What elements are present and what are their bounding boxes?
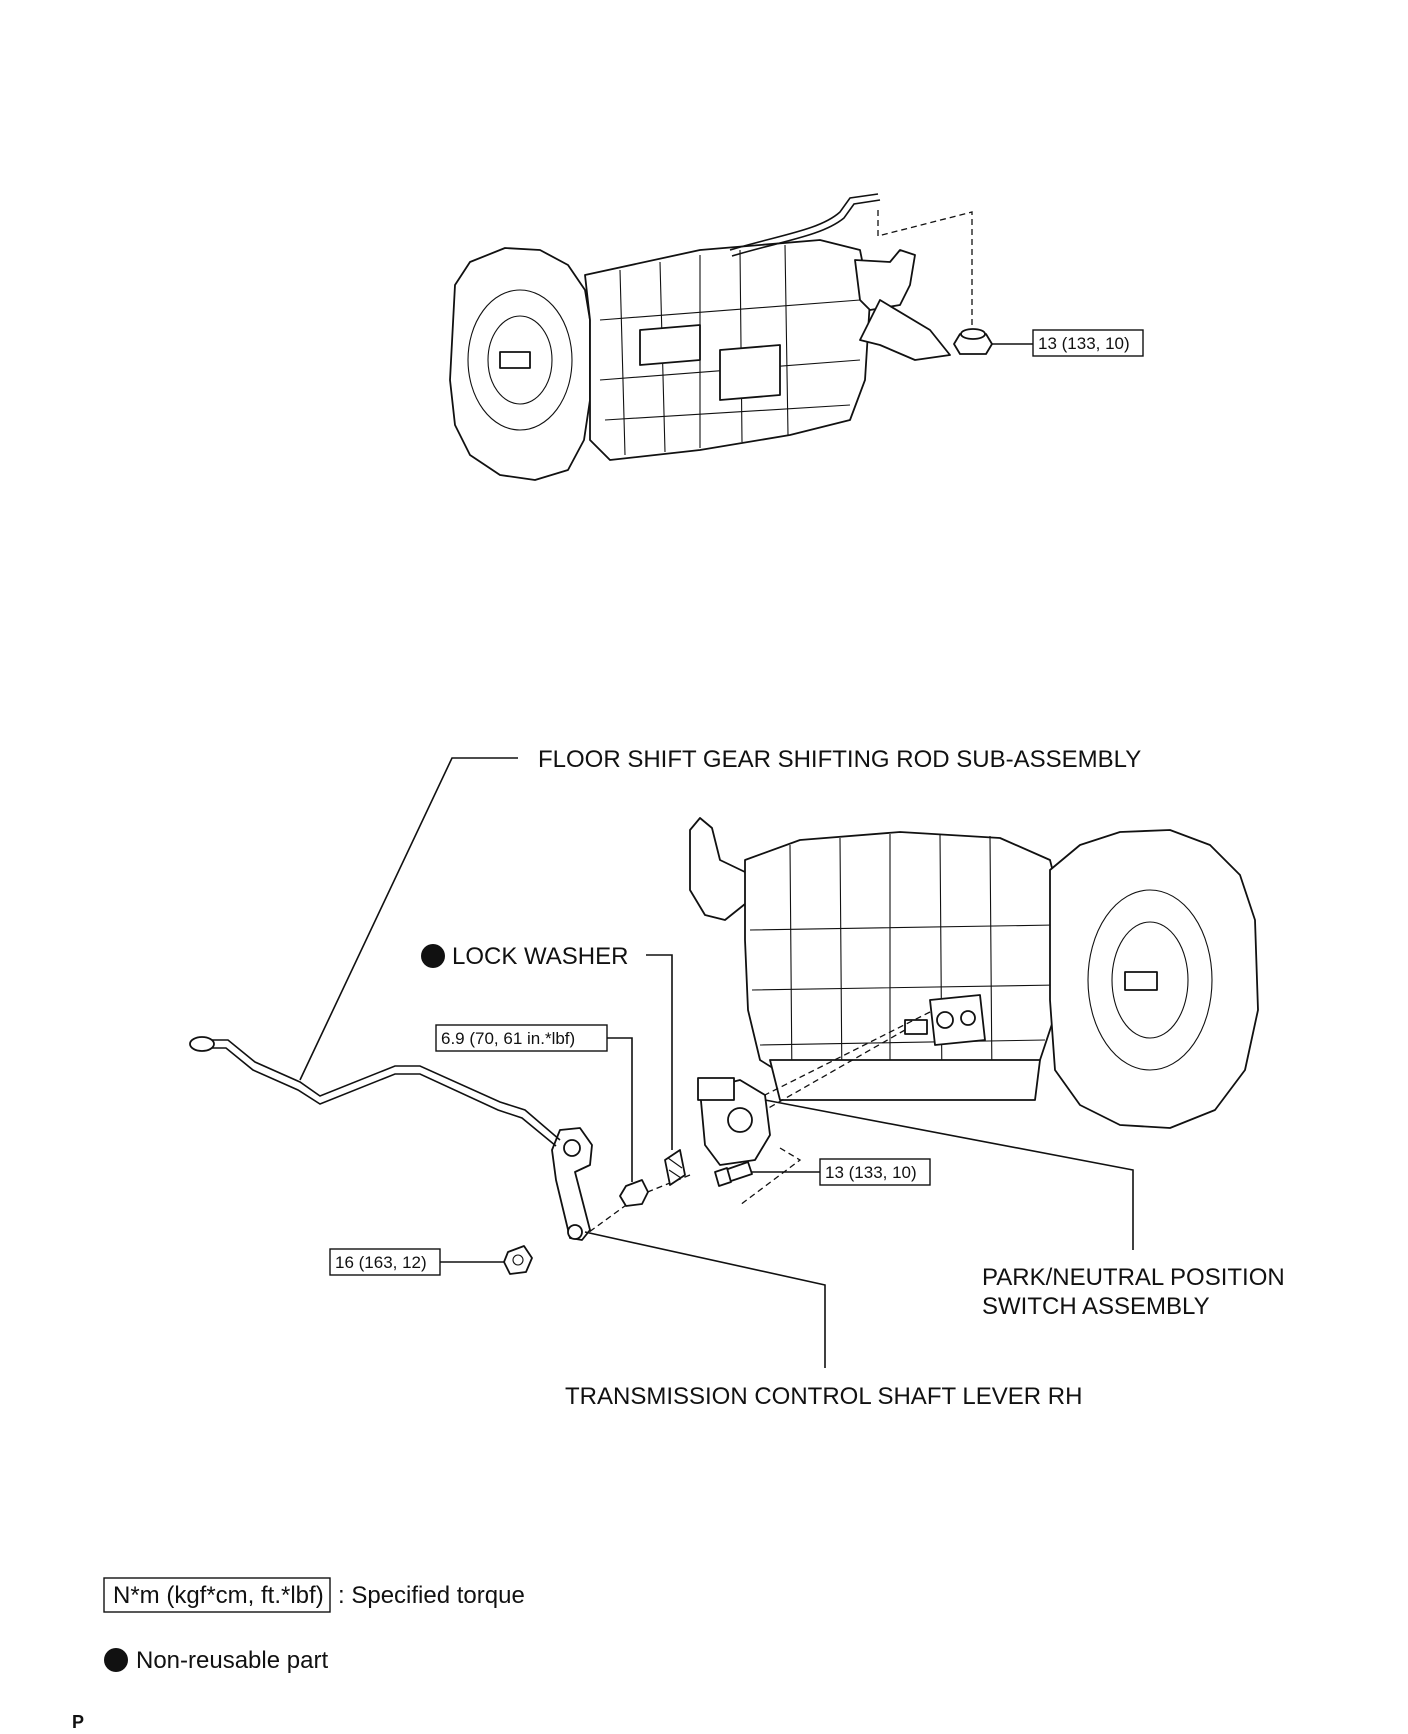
torque-box-nut-69: 6.9 (70, 61 in.*lbf) [435, 1024, 608, 1052]
legend-nonreusable-text: Non-reusable part [136, 1647, 328, 1674]
nut-top [953, 328, 993, 355]
torque-value-nut-16: 16 (163, 12) [335, 1253, 427, 1272]
torque-value-bolt: 13 (133, 10) [825, 1163, 917, 1182]
label-control-shaft-lever: TRANSMISSION CONTROL SHAFT LEVER RH [565, 1383, 1082, 1410]
legend-nonreusable-icon [104, 1648, 128, 1672]
label-shift-rod: FLOOR SHIFT GEAR SHIFTING ROD SUB-ASSEMB… [538, 746, 1141, 773]
nut-69 [619, 1179, 649, 1207]
leader-lock-washer [646, 954, 673, 1150]
shift-lever [551, 1127, 593, 1241]
nonreusable-mark-icon [421, 944, 445, 968]
leader-rod [299, 757, 518, 1081]
torque-box-nut-16: 16 (163, 12) [329, 1248, 441, 1276]
park-neutral-switch [697, 1077, 771, 1166]
torque-box-top-nut: 13 (133, 10) [1032, 329, 1144, 357]
leader-lever [584, 1231, 826, 1368]
shift-rod [189, 1036, 561, 1147]
leader-pnp [764, 1099, 1134, 1250]
label-pnp-switch-line1: PARK/NEUTRAL POSITION [982, 1264, 1285, 1291]
nut-16 [503, 1245, 533, 1275]
torque-value-top-nut: 13 (133, 10) [1038, 334, 1130, 353]
legend-torque-desc: : Specified torque [338, 1582, 525, 1609]
torque-value-nut-69: 6.9 (70, 61 in.*lbf) [441, 1029, 575, 1048]
torque-box-bolt: 13 (133, 10) [819, 1158, 931, 1186]
label-lock-washer-group: LOCK WASHER [421, 943, 628, 970]
bolt [714, 1161, 753, 1187]
transmission-illustration-bottom [584, 817, 1259, 1236]
label-lock-washer: LOCK WASHER [452, 943, 628, 970]
leader-nut-69 [607, 1037, 633, 1182]
lock-washer-part [664, 1149, 686, 1186]
transmission-illustration-top [449, 193, 973, 481]
legend: N*m (kgf*cm, ft.*lbf) : Specified torque… [103, 1577, 525, 1674]
legend-torque-box-text: N*m (kgf*cm, ft.*lbf) [113, 1582, 324, 1609]
page-marker: P [72, 1712, 84, 1732]
label-pnp-switch-line2: SWITCH ASSEMBLY [982, 1293, 1210, 1320]
